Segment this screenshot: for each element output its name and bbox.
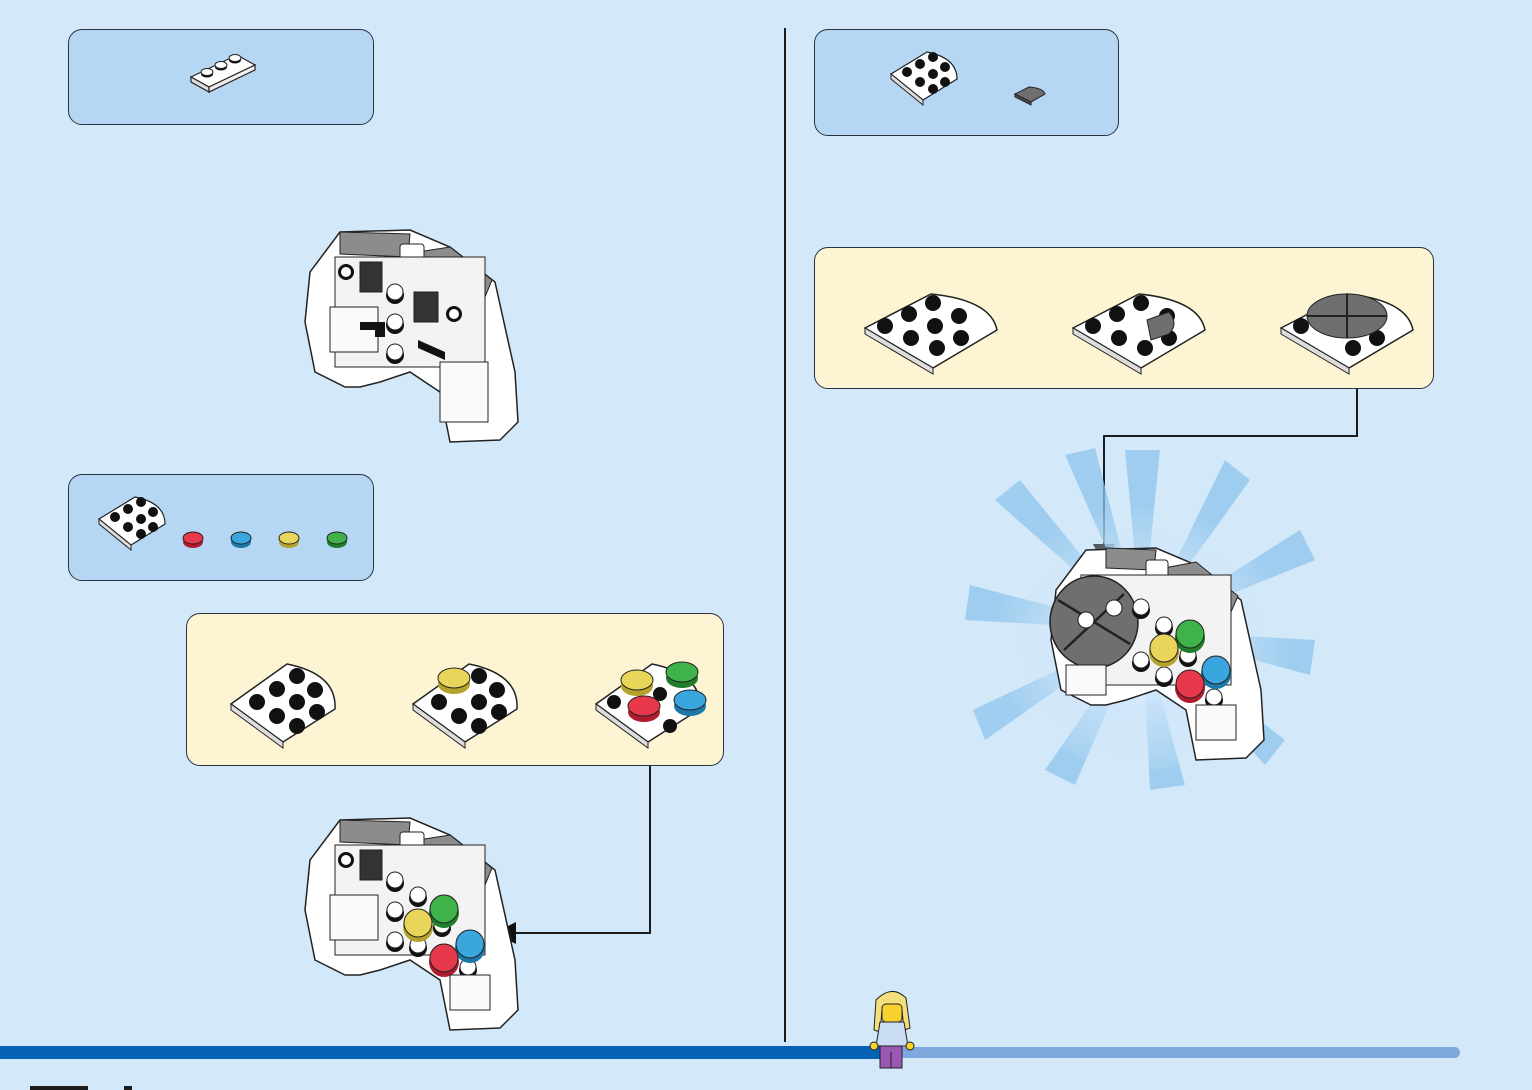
footer-mark: [124, 1086, 132, 1090]
step3-parts-box: [814, 29, 1119, 136]
plate-round-corner-icon: [95, 489, 169, 551]
minifigure-icon: [866, 988, 918, 1070]
plate-one-dpad-tile-icon: [1069, 288, 1211, 378]
plate-full-dpad-icon: [1277, 288, 1419, 378]
plate-plain-icon: [861, 288, 1003, 378]
plate-1x3-icon: [187, 47, 259, 93]
controller-final-illustration: [1046, 540, 1272, 760]
plate-yellow-button-icon: [409, 654, 524, 749]
step1-parts-box: [68, 29, 374, 125]
controller-buttons-illustration: [300, 810, 526, 1032]
footer-mark: [30, 1086, 88, 1090]
page-divider: [784, 28, 786, 1042]
step3-connector-vertical-right: [1356, 389, 1358, 437]
quarter-round-tile-icon: [1013, 84, 1049, 106]
yellow-round-tile-icon: [277, 529, 301, 549]
plate-plain-icon: [227, 654, 342, 749]
green-round-tile-icon: [325, 529, 349, 549]
progress-bar-remaining: [880, 1047, 1460, 1058]
blue-round-tile-icon: [229, 529, 253, 549]
step2-subassembly-box: [186, 613, 724, 766]
step3-connector-horizontal: [1103, 435, 1358, 437]
controller-base-illustration: [300, 222, 526, 446]
step3-subassembly-box: [814, 247, 1434, 389]
progress-bar-filled: [0, 1046, 880, 1059]
plate-four-buttons-icon: [592, 654, 712, 749]
step2-parts-box: [68, 474, 374, 581]
plate-round-corner-icon: [887, 44, 963, 106]
step2-connector-horizontal: [512, 932, 651, 934]
step2-connector-vertical: [649, 766, 651, 934]
red-round-tile-icon: [181, 529, 205, 549]
